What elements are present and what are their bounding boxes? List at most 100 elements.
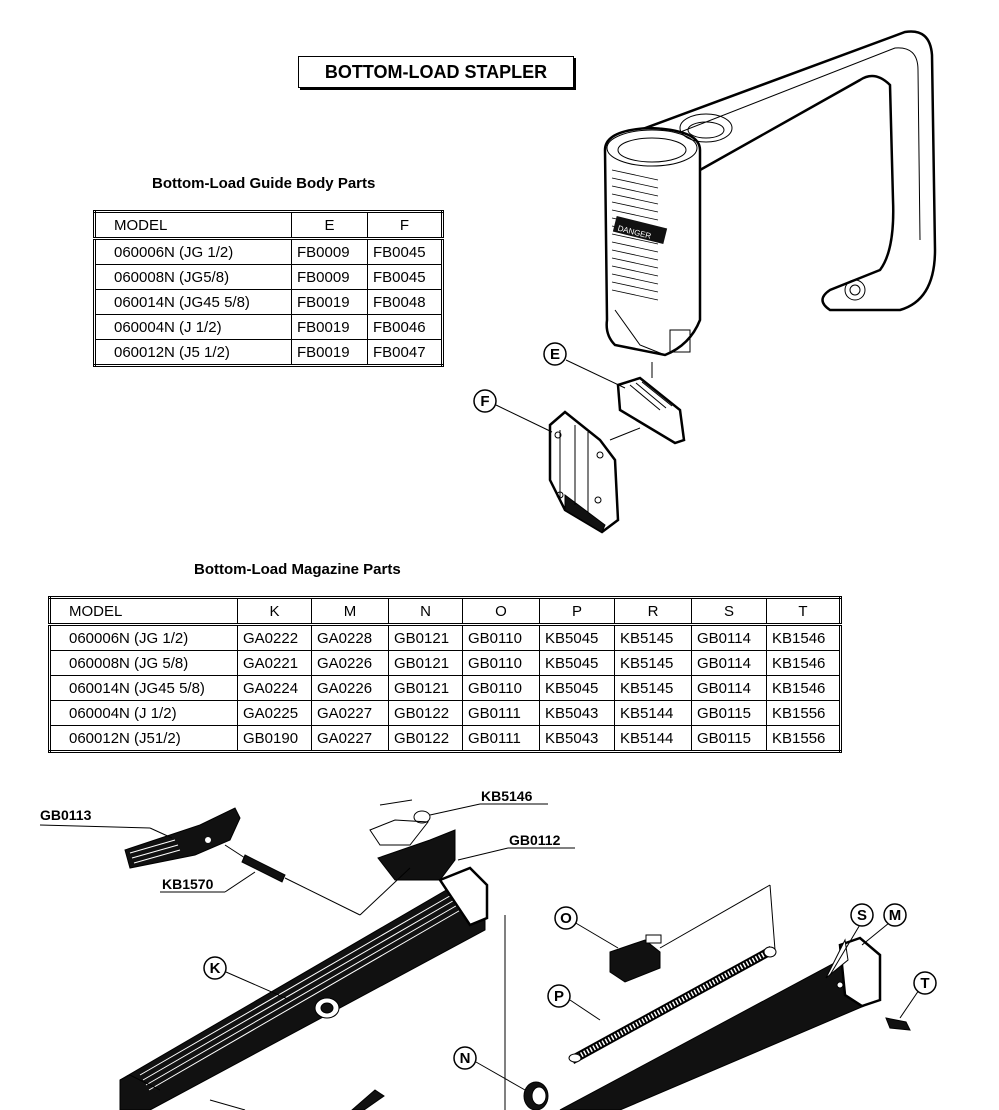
- part-number-cell: KB1546: [766, 650, 841, 676]
- part-number-cell: GB0121: [388, 675, 463, 701]
- column-header: M: [311, 597, 389, 626]
- guide-body-drawing: DANGER: [603, 30, 937, 357]
- magazine-heading: Bottom-Load Magazine Parts: [194, 561, 401, 578]
- callout-p-label: P: [554, 988, 564, 1005]
- label-gb0113: GB0113: [40, 807, 92, 823]
- model-cell: 060004N (J 1/2): [94, 314, 292, 340]
- label-gb0112: GB0112: [509, 832, 561, 848]
- model-cell: 060012N (J5 1/2): [94, 339, 292, 366]
- part-number-cell: KB5144: [614, 725, 692, 752]
- part-number-cell: FB0045: [367, 264, 443, 290]
- model-cell: 060006N (JG 1/2): [49, 624, 238, 651]
- part-number-cell: KB5145: [614, 624, 692, 651]
- model-cell: 060014N (JG45 5/8): [49, 675, 238, 701]
- part-number-cell: KB5043: [539, 725, 615, 752]
- part-number-cell: GB0111: [462, 725, 540, 752]
- callout-k: [203, 956, 227, 980]
- part-number-cell: GA0226: [311, 675, 389, 701]
- model-cell: 060008N (JG5/8): [94, 264, 292, 290]
- part-number-cell: KB1546: [766, 624, 841, 651]
- part-number-cell: KB5144: [614, 700, 692, 726]
- callout-t-label: T: [920, 975, 929, 992]
- part-number-cell: FB0009: [291, 264, 368, 290]
- part-number-cell: KB5145: [614, 650, 692, 676]
- part-number-cell: GB0110: [462, 650, 540, 676]
- part-number-cell: GA0222: [237, 624, 312, 651]
- callout-f-label: F: [480, 393, 489, 410]
- part-number-cell: GB0122: [388, 725, 463, 752]
- gb0113-lever-drawing: [124, 807, 241, 869]
- callout-m-label: M: [889, 907, 902, 924]
- callout-n-label: N: [460, 1050, 471, 1067]
- label-kb1570: KB1570: [162, 876, 214, 892]
- part-number-cell: GA0225: [237, 700, 312, 726]
- callout-e: [543, 342, 567, 366]
- column-header: MODEL: [94, 211, 292, 240]
- part-number-cell: FB0019: [291, 339, 368, 366]
- callout-f: [473, 389, 497, 413]
- part-number-cell: GB0111: [462, 700, 540, 726]
- screw-drawing: [351, 1089, 385, 1110]
- part-number-cell: GA0227: [311, 700, 389, 726]
- part-number-cell: GA0228: [311, 624, 389, 651]
- part-n-drawing: [523, 1081, 549, 1110]
- callout-s-label: S: [857, 907, 867, 924]
- part-number-cell: KB5045: [539, 675, 615, 701]
- part-number-cell: KB5045: [539, 624, 615, 651]
- column-header: O: [462, 597, 540, 626]
- kb5146-latch-drawing: [369, 799, 431, 846]
- column-header: P: [539, 597, 615, 626]
- part-number-cell: GB0190: [237, 725, 312, 752]
- kb1570-pin-drawing: [224, 844, 286, 883]
- part-m-channel-drawing: [559, 936, 882, 1110]
- part-number-cell: GA0224: [237, 675, 312, 701]
- part-number-cell: FB0045: [367, 238, 443, 265]
- column-header: S: [691, 597, 767, 626]
- part-number-cell: GB0110: [462, 675, 540, 701]
- page-title: BOTTOM-LOAD STAPLER: [298, 56, 574, 88]
- callout-o: [554, 906, 578, 930]
- part-number-cell: KB5043: [539, 700, 615, 726]
- guide-body-heading: Bottom-Load Guide Body Parts: [152, 175, 376, 192]
- part-number-cell: GA0226: [311, 650, 389, 676]
- part-number-cell: FB0046: [367, 314, 443, 340]
- magazine-table: MODEL K M N O P R S T 060006N (JG 1/2)GA…: [48, 596, 842, 753]
- part-number-cell: GB0110: [462, 624, 540, 651]
- part-t-drawing: [885, 1017, 911, 1031]
- part-number-cell: FB0009: [291, 238, 368, 265]
- part-number-cell: GB0115: [691, 700, 767, 726]
- part-number-cell: KB5145: [614, 675, 692, 701]
- callout-s: [850, 903, 874, 927]
- part-number-cell: GB0114: [691, 624, 767, 651]
- part-number-cell: GB0121: [388, 650, 463, 676]
- part-number-cell: GB0114: [691, 675, 767, 701]
- model-cell: 060004N (J 1/2): [49, 700, 238, 726]
- label-kb5146: KB5146: [481, 788, 533, 804]
- model-cell: 060012N (J51/2): [49, 725, 238, 752]
- column-header: MODEL: [49, 597, 238, 626]
- callout-p: [547, 984, 571, 1008]
- callout-o-label: O: [560, 910, 572, 927]
- part-number-cell: FB0019: [291, 289, 368, 315]
- column-header: T: [766, 597, 841, 626]
- part-e-drawing: [616, 362, 686, 445]
- part-number-cell: KB1556: [766, 700, 841, 726]
- part-number-cell: GA0221: [237, 650, 312, 676]
- callout-m: [883, 903, 907, 927]
- callout-n: [453, 1046, 477, 1070]
- column-header: F: [367, 211, 443, 240]
- part-f-drawing: [548, 410, 641, 534]
- model-cell: 060014N (JG45 5/8): [94, 289, 292, 315]
- part-p-spring-drawing: [568, 946, 777, 1064]
- part-number-cell: GA0227: [311, 725, 389, 752]
- part-number-cell: GB0122: [388, 700, 463, 726]
